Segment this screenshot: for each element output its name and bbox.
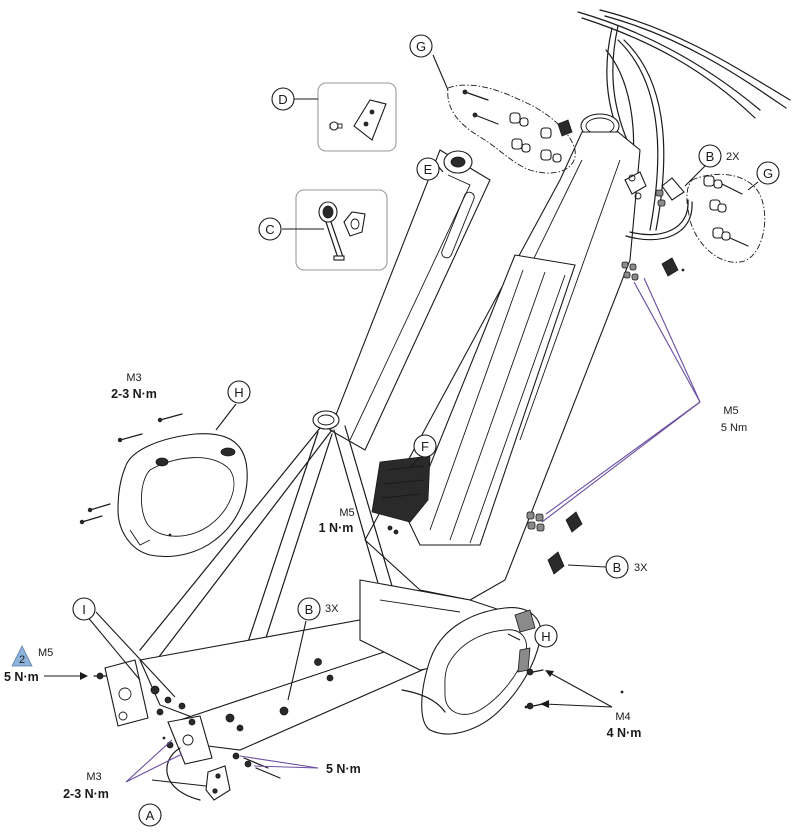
svg-text:2: 2	[19, 654, 25, 666]
multiplier-b-top: 2X	[726, 151, 740, 163]
svg-text:1 N·m: 1 N·m	[319, 521, 354, 535]
decorative-part-marks	[162, 268, 685, 740]
callout-f: F	[413, 434, 437, 458]
torque-m3-top: M3 2-3 N·m	[111, 372, 157, 401]
m5-hardware-right	[526, 257, 679, 575]
callout-a: A	[138, 803, 162, 827]
part-h-left-cover	[79, 413, 248, 558]
svg-text:M3: M3	[86, 771, 101, 783]
svg-text:H: H	[541, 629, 550, 644]
torque-m5-center: M5 1 N·m	[319, 507, 355, 535]
callout-b-mid-right: B 3X	[605, 555, 648, 579]
bolts-g-top	[462, 89, 573, 163]
callout-b-top: B 2X	[698, 144, 740, 168]
svg-text:D: D	[278, 92, 287, 107]
callout-h-left: H	[227, 380, 251, 404]
leader-lines	[44, 54, 759, 787]
svg-text:M4: M4	[615, 711, 630, 723]
svg-text:2-3 N·m: 2-3 N·m	[63, 787, 109, 801]
svg-text:B: B	[706, 149, 715, 164]
callout-e: E	[416, 157, 440, 181]
part-a-bracket	[166, 741, 281, 801]
part-h-right-cover	[401, 607, 544, 735]
svg-text:I: I	[82, 602, 86, 617]
svg-text:G: G	[416, 39, 426, 54]
torque-m5-left: 2 M5 5 N·m	[4, 645, 53, 684]
multiplier-b-mid-right: 3X	[634, 562, 648, 574]
part-g-right-group	[686, 173, 766, 263]
svg-text:4 N·m: 4 N·m	[607, 726, 642, 740]
svg-text:M5: M5	[339, 507, 354, 519]
part-f-bracket	[371, 455, 431, 535]
svg-text:C: C	[265, 222, 274, 237]
warning-triangle-icon	[11, 645, 33, 667]
svg-text:M5: M5	[38, 647, 53, 659]
torque-m4: M4 4 N·m	[607, 711, 642, 740]
svg-text:H: H	[234, 385, 243, 400]
svg-text:5 N·m: 5 N·m	[4, 670, 39, 684]
svg-text:5 N·m: 5 N·m	[326, 762, 361, 776]
multiplier-b-center: 3X	[325, 603, 339, 615]
callout-g-right: G	[756, 161, 780, 185]
callout-b-center: B 3X	[297, 597, 339, 621]
svg-text:A: A	[146, 808, 155, 823]
svg-text:2-3 N·m: 2-3 N·m	[111, 387, 157, 401]
callout-h-right: H	[534, 624, 558, 648]
svg-text:M5: M5	[723, 405, 738, 417]
bike-frame	[104, 113, 641, 765]
part-c-group	[295, 189, 388, 271]
svg-text:B: B	[305, 602, 314, 617]
m5-bolt-left	[93, 672, 107, 680]
brake-cables	[577, 9, 791, 231]
torque-m5-right: M5 5 Nm	[721, 405, 747, 434]
part-g-top-group	[447, 84, 576, 174]
part-b-top-hardware	[624, 171, 693, 241]
svg-text:M3: M3	[126, 372, 141, 384]
torque-m3-bottom: M3 2-3 N·m	[63, 771, 109, 801]
callout-i: I	[72, 597, 96, 621]
part-d-group	[317, 82, 397, 152]
callout-c: C	[258, 217, 282, 241]
svg-text:F: F	[421, 439, 429, 454]
svg-text:B: B	[613, 560, 622, 575]
callout-d: D	[271, 87, 295, 111]
torque-bottom: 5 N·m	[326, 762, 361, 776]
callout-g-top: G	[409, 34, 433, 58]
svg-text:E: E	[424, 162, 433, 177]
svg-text:G: G	[763, 166, 773, 181]
svg-text:5 Nm: 5 Nm	[721, 422, 747, 434]
